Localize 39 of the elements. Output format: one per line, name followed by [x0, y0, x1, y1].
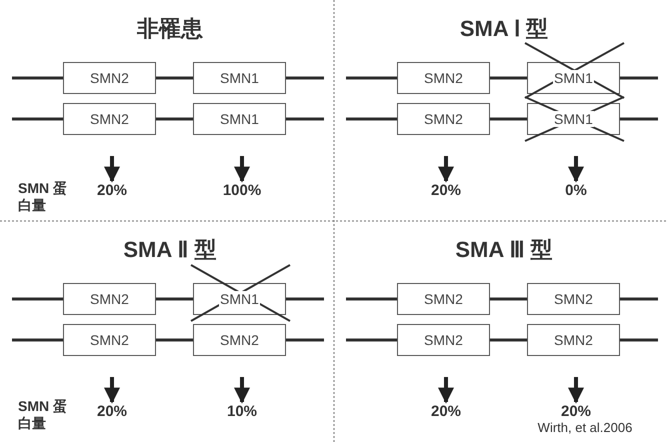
- gene-box: SMN2: [63, 103, 156, 135]
- gene-box: SMN2: [193, 324, 286, 356]
- arrow: [234, 156, 250, 183]
- gene-box: SMN2: [397, 62, 490, 94]
- gene-box: SMN1: [193, 62, 286, 94]
- panel-title: 非罹患: [136, 15, 204, 43]
- gene-box: SMN2: [63, 62, 156, 94]
- gene-box: SMN2: [397, 103, 490, 135]
- gene-box: SMN2: [63, 324, 156, 356]
- gene-box: SMN2: [397, 324, 490, 356]
- percentage-text: 20%: [546, 403, 606, 420]
- axis-label: SMN 蛋白量: [18, 180, 68, 214]
- gene-box: SMN1: [193, 103, 286, 135]
- percentage-text: 20%: [82, 182, 142, 199]
- panel-title: SMA Ⅲ 型: [454, 236, 554, 264]
- gene-box: SMN2: [527, 324, 620, 356]
- panel-title: SMA Ⅰ 型: [458, 15, 550, 43]
- gene-box: SMN2: [63, 283, 156, 315]
- percentage-text: 20%: [416, 403, 476, 420]
- percentage-text: 20%: [82, 403, 142, 420]
- arrow: [438, 156, 454, 183]
- gene-box: SMN1: [527, 62, 620, 94]
- percentage-text: 10%: [212, 403, 272, 420]
- gene-box: SMN2: [527, 283, 620, 315]
- arrow: [104, 377, 120, 404]
- percentage-text: 20%: [416, 182, 476, 199]
- arrow: [438, 377, 454, 404]
- panel-title: SMA Ⅱ 型: [122, 236, 218, 264]
- citation-text: Wirth, et al.2006: [536, 420, 634, 435]
- arrow: [568, 377, 584, 404]
- gene-box: SMN1: [193, 283, 286, 315]
- percentage-text: 100%: [212, 182, 272, 199]
- arrow: [234, 377, 250, 404]
- gene-box: SMN2: [397, 283, 490, 315]
- arrow: [568, 156, 584, 183]
- gene-box: SMN1: [527, 103, 620, 135]
- axis-label: SMN 蛋白量: [18, 398, 68, 432]
- arrow: [104, 156, 120, 183]
- percentage-text: 0%: [546, 182, 606, 199]
